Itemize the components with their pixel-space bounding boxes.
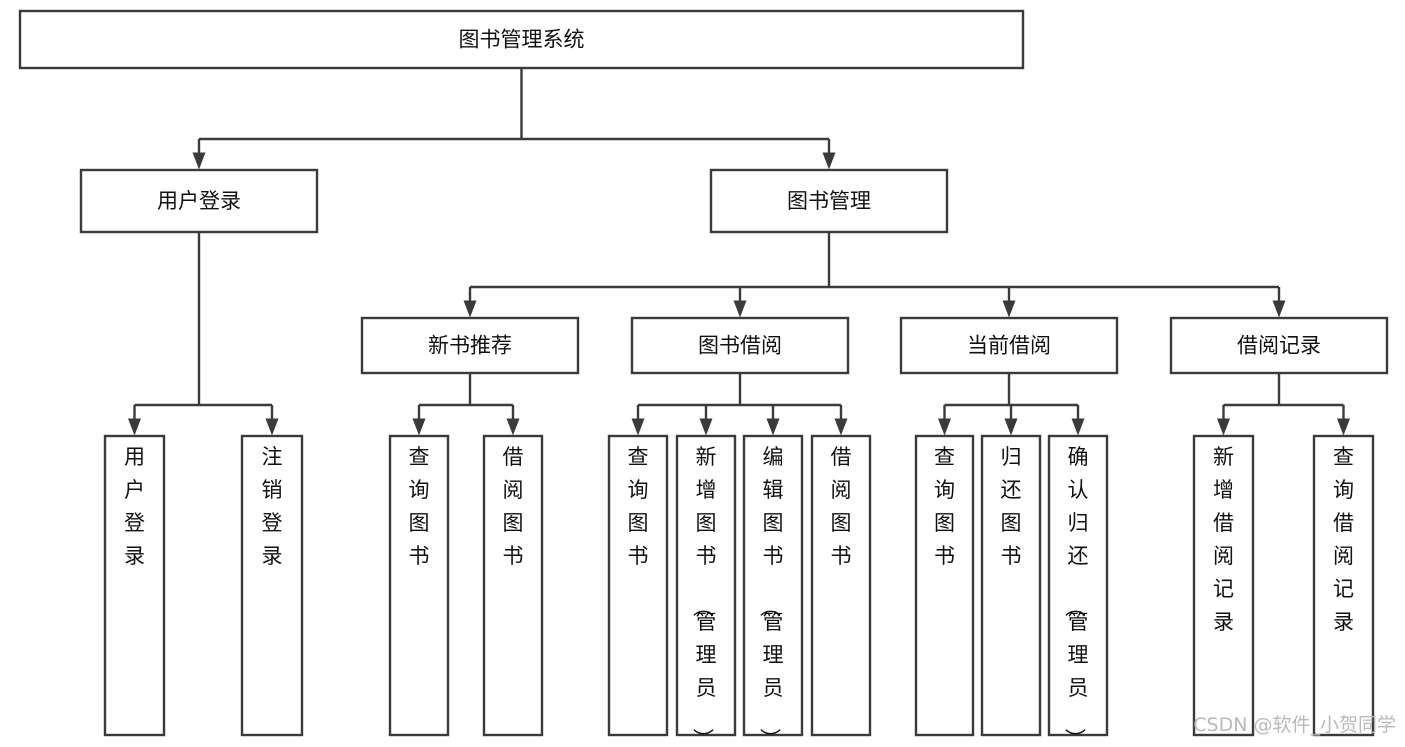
node-box[interactable] xyxy=(103,434,166,737)
node-l_cur_query[interactable]: 查询图书 xyxy=(914,434,975,737)
node-l_bb_borrow[interactable]: 借阅图书 xyxy=(810,434,872,737)
node-box[interactable] xyxy=(388,434,450,737)
node-label: 借阅图书 xyxy=(503,445,524,568)
node-box[interactable] xyxy=(980,434,1042,737)
node-box[interactable] xyxy=(810,434,872,737)
node-box[interactable] xyxy=(482,434,544,737)
arrow-head xyxy=(631,418,645,436)
node-l_user_logout[interactable]: 注销登录 xyxy=(240,434,304,737)
arrow-head xyxy=(1217,418,1230,436)
node-box[interactable] xyxy=(1192,434,1255,737)
node-label: 借阅记录 xyxy=(1237,334,1321,358)
node-box[interactable] xyxy=(18,9,1025,70)
node-box[interactable] xyxy=(914,434,975,737)
node-n_user_login[interactable]: 用户登录 xyxy=(79,168,319,234)
node-label: 确认归还（管理员） xyxy=(1063,445,1089,747)
node-box[interactable] xyxy=(742,434,804,737)
node-label: 查询借阅记录 xyxy=(1333,445,1354,634)
node-l_rec_add[interactable]: 新增借阅记录 xyxy=(1192,434,1255,737)
arrow-head xyxy=(128,418,141,436)
arrow-head xyxy=(192,152,206,170)
arrow-head xyxy=(822,152,836,170)
arrow-head xyxy=(1004,418,1018,436)
node-label: 借阅图书 xyxy=(831,445,852,568)
node-label: 新书推荐 xyxy=(428,334,512,358)
node-l_bb_add[interactable]: 新增图书（管理员） xyxy=(675,434,737,747)
node-n_book_mgmt[interactable]: 图书管理 xyxy=(709,168,949,234)
connector-group-n_user_login xyxy=(128,232,279,436)
arrow-head xyxy=(463,300,477,318)
node-l_nb_borrow[interactable]: 借阅图书 xyxy=(482,434,544,737)
node-label: 图书管理系统 xyxy=(459,28,585,52)
connector-group-n_book_mgmt xyxy=(463,232,1286,318)
node-box[interactable] xyxy=(79,168,319,234)
node-label: 查询图书 xyxy=(934,445,955,568)
arrow-head xyxy=(1071,418,1085,436)
node-label: 用户登录 xyxy=(157,189,241,213)
node-label: 新增图书（管理员） xyxy=(691,445,717,747)
node-l_cur_return[interactable]: 归还图书 xyxy=(980,434,1042,737)
node-box[interactable] xyxy=(607,434,669,737)
node-l_user_login[interactable]: 用户登录 xyxy=(103,434,166,737)
node-label: 图书借阅 xyxy=(698,334,782,358)
node-l_cur_confirm[interactable]: 确认归还（管理员） xyxy=(1047,434,1109,747)
node-label: 图书管理 xyxy=(787,189,871,213)
node-label: 查询图书 xyxy=(409,445,430,568)
arrow-head xyxy=(1002,300,1016,318)
node-l_bb_query[interactable]: 查询图书 xyxy=(607,434,669,737)
node-box[interactable] xyxy=(675,434,737,737)
connector-group-n_record xyxy=(1217,373,1350,436)
edge-layer xyxy=(128,68,1350,436)
arrow-head xyxy=(412,418,426,436)
node-label: 新增借阅记录 xyxy=(1213,445,1234,634)
node-box[interactable] xyxy=(1312,434,1375,737)
arrow-head xyxy=(265,418,279,436)
node-box[interactable] xyxy=(240,434,304,737)
node-n_current[interactable]: 当前借阅 xyxy=(899,316,1119,375)
node-n_borrow[interactable]: 图书借阅 xyxy=(630,316,850,375)
node-l_rec_query[interactable]: 查询借阅记录 xyxy=(1312,434,1375,737)
arrow-head xyxy=(834,418,848,436)
node-box[interactable] xyxy=(899,316,1119,375)
arrow-head xyxy=(1337,418,1350,436)
connector-group-n_current xyxy=(938,373,1085,436)
connector-group-root xyxy=(192,68,836,170)
node-n_new_book[interactable]: 新书推荐 xyxy=(360,316,580,375)
connector-group-n_borrow xyxy=(631,373,848,436)
node-label: 用户登录 xyxy=(124,445,145,568)
arrow-head xyxy=(506,418,520,436)
node-l_bb_edit[interactable]: 编辑图书（管理员） xyxy=(742,434,804,747)
arrow-head xyxy=(1272,300,1286,318)
arrow-head xyxy=(766,418,780,436)
node-label: 查询图书 xyxy=(628,445,649,568)
node-label: 注销登录 xyxy=(262,445,283,568)
arrow-head xyxy=(938,418,951,436)
node-label: 归还图书 xyxy=(1001,445,1022,568)
arrow-head xyxy=(733,300,747,318)
node-label: 编辑图书（管理员） xyxy=(758,445,784,747)
node-l_nb_query[interactable]: 查询图书 xyxy=(388,434,450,737)
node-box[interactable] xyxy=(1047,434,1109,737)
arrow-head xyxy=(699,418,713,436)
node-box[interactable] xyxy=(709,168,949,234)
csdn-watermark: CSDN @软件_小贺同学 xyxy=(1193,714,1396,736)
node-n_record[interactable]: 借阅记录 xyxy=(1169,316,1389,375)
node-root[interactable]: 图书管理系统 xyxy=(18,9,1025,70)
node-label: 当前借阅 xyxy=(967,334,1051,358)
node-box[interactable] xyxy=(630,316,850,375)
node-layer: 图书管理系统用户登录图书管理新书推荐图书借阅当前借阅借阅记录用户登录注销登录查询… xyxy=(18,9,1389,747)
connector-group-n_new_book xyxy=(412,373,520,436)
node-box[interactable] xyxy=(360,316,580,375)
node-box[interactable] xyxy=(1169,316,1389,375)
